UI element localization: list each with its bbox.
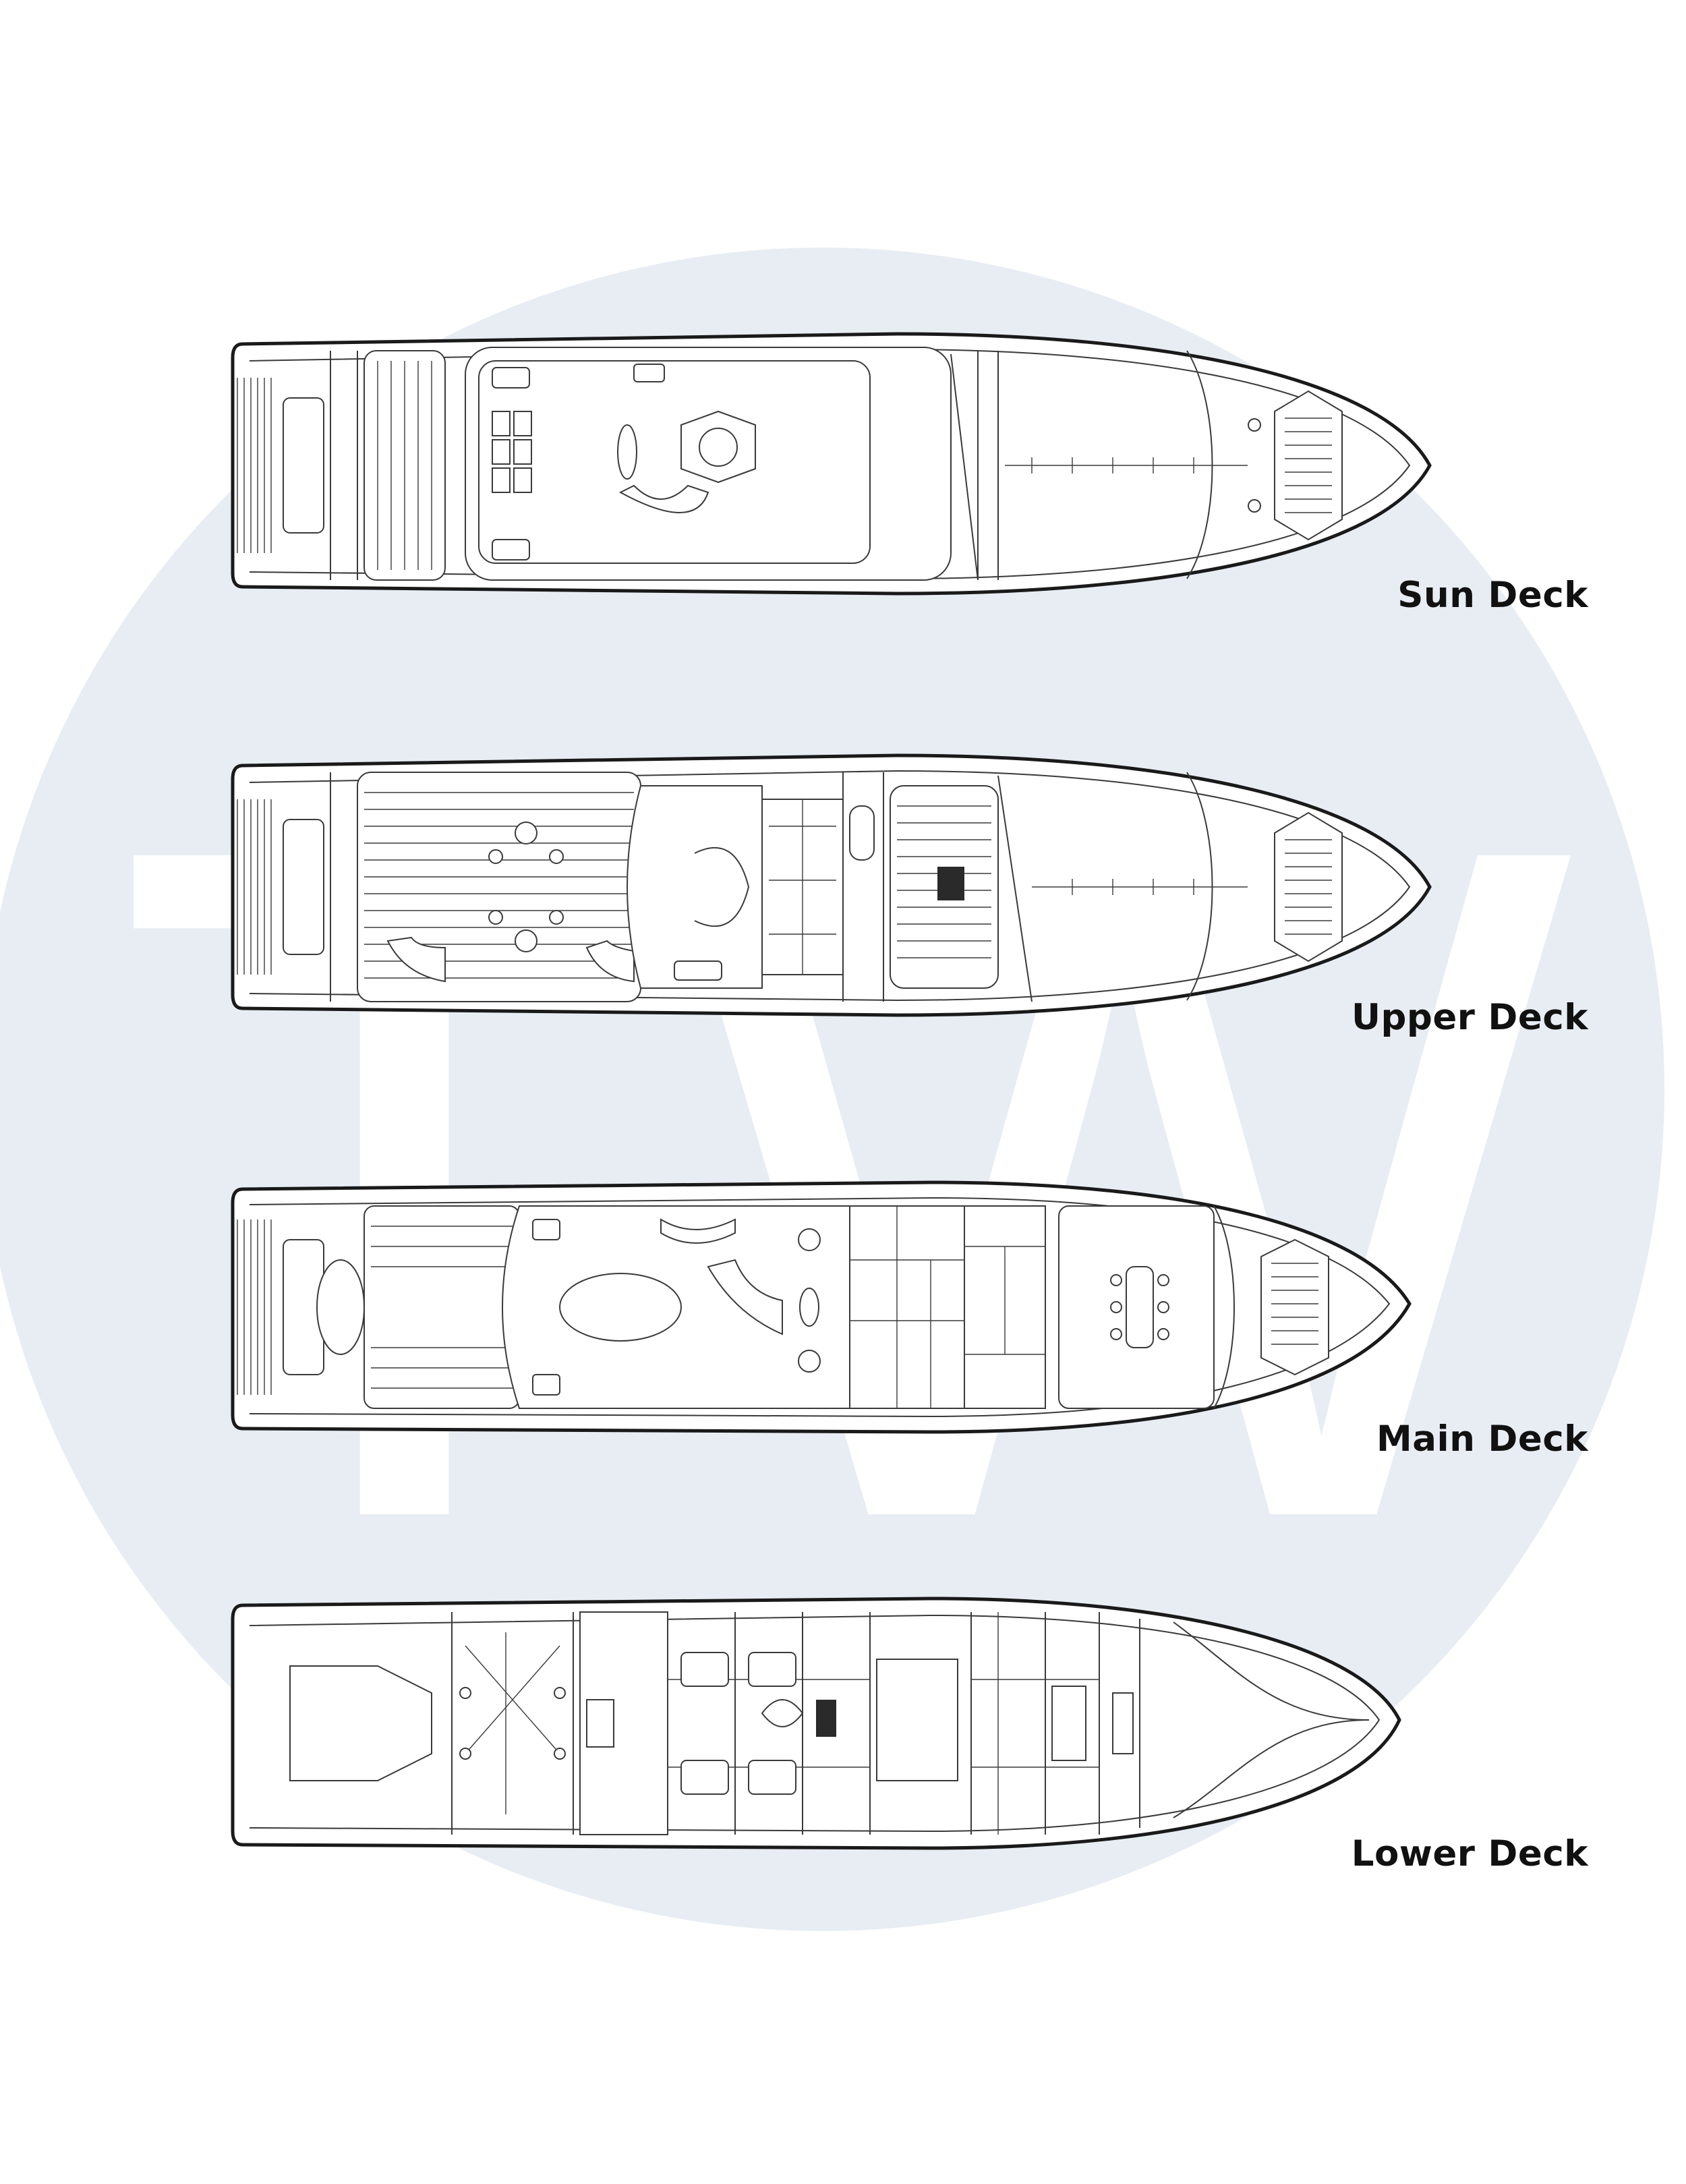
upper-deck-plan [223, 745, 1436, 1029]
deck-label-upper: Upper Deck [1351, 997, 1588, 1038]
deck-label-lower: Lower Deck [1351, 1833, 1588, 1874]
deck-label-sun: Sun Deck [1397, 575, 1588, 616]
sun-deck-plan [223, 324, 1436, 607]
main-deck-plan [223, 1166, 1436, 1449]
lower-deck-plan [223, 1585, 1436, 1868]
deck-label-main: Main Deck [1376, 1418, 1588, 1460]
